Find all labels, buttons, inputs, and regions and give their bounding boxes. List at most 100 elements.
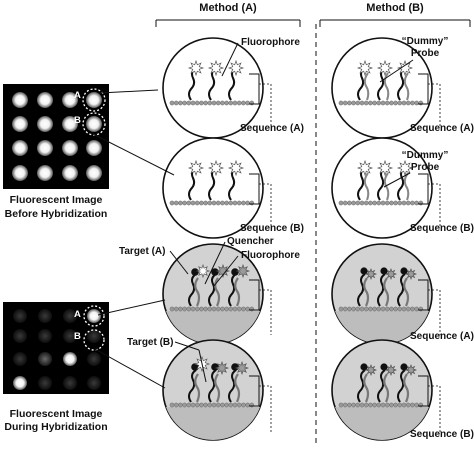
surface-bead	[241, 100, 246, 106]
label-sequence-b-b2: Sequence (B)	[410, 429, 474, 440]
surface-bead	[368, 402, 373, 408]
fluorophore-icon	[376, 159, 394, 177]
array-spot	[37, 140, 53, 156]
surface-bead	[376, 100, 382, 106]
surface-bead	[410, 402, 415, 408]
surface-bead	[397, 100, 403, 106]
sequence-bracket	[249, 173, 260, 205]
surface-bead	[389, 100, 394, 106]
probe-strand	[397, 273, 406, 307]
sequence-leader	[259, 183, 272, 227]
surface-bead	[355, 402, 361, 408]
surface-bead	[186, 100, 192, 106]
quencher-icon	[211, 363, 219, 371]
probe-strand	[188, 273, 197, 307]
surface-bead	[190, 200, 196, 206]
fluorophore-icon	[384, 267, 398, 281]
caption-before-line1: Fluorescent Image	[10, 194, 103, 206]
sequence-bracket	[249, 279, 260, 311]
surface-bead	[194, 200, 200, 206]
array-spot	[12, 92, 28, 108]
surface-bead	[207, 100, 213, 106]
target-strand	[214, 373, 221, 403]
fluorophore-icon	[234, 360, 250, 376]
sequence-bracket	[249, 375, 260, 407]
label-target-b: Target (B)	[127, 337, 173, 348]
surface-bead	[236, 100, 242, 106]
fluorophore-icon	[195, 263, 211, 279]
surface-bead	[224, 100, 229, 106]
array-image-before	[3, 84, 109, 189]
surface-bead	[207, 402, 213, 408]
surface-bead	[199, 100, 204, 106]
surface-bead	[190, 306, 196, 312]
array-spot	[63, 376, 77, 390]
surface-bead	[359, 200, 365, 206]
surface-bead	[173, 100, 179, 106]
surface-bead	[228, 402, 234, 408]
array-spot	[37, 116, 53, 132]
surface-bead	[194, 306, 200, 312]
probe-strand	[188, 369, 197, 403]
target-strand	[403, 373, 410, 403]
target-strand	[383, 373, 390, 403]
quencher-icon	[360, 267, 368, 275]
method-b-header: Method (B)	[366, 2, 424, 14]
surface-bead	[405, 402, 411, 408]
array-spot	[86, 116, 102, 132]
array-spot	[63, 309, 77, 323]
circle-b-quenched-a	[331, 243, 441, 345]
caption-during-line2: During Hybridization	[4, 421, 107, 433]
surface-bead	[232, 100, 238, 106]
label-dummy-probe-mid-1: “Dummy”	[402, 150, 449, 161]
sequence-leader	[259, 83, 272, 127]
target-strand	[403, 277, 410, 307]
surface-bead	[338, 200, 344, 206]
target-strand	[363, 277, 370, 307]
surface-bead	[207, 306, 213, 312]
surface-bead	[236, 200, 242, 206]
surface-bead	[211, 402, 217, 408]
array-spot	[62, 92, 78, 108]
sequence-bracket	[249, 73, 260, 105]
surface-bead	[372, 402, 377, 408]
surface-bead	[173, 402, 179, 408]
surface-bead	[203, 306, 208, 312]
probe-strand	[228, 273, 237, 307]
array-spot	[13, 352, 27, 366]
surface-bead	[368, 200, 373, 206]
label-target-a: Target (A)	[119, 246, 165, 257]
surface-bead	[401, 200, 407, 206]
surface-bead	[372, 100, 377, 106]
surface-bead	[405, 100, 411, 106]
surface-bead	[211, 100, 217, 106]
array-spot	[86, 92, 102, 108]
surface-bead	[241, 200, 246, 206]
fluorophore-icon	[187, 159, 205, 177]
surface-bead	[363, 402, 369, 408]
array-spot	[62, 140, 78, 156]
surface-bead	[384, 306, 390, 312]
surface-bead	[236, 402, 242, 408]
surface-bead	[355, 200, 361, 206]
surface-bead	[351, 402, 356, 408]
spot-ring-b	[83, 329, 105, 351]
zoom-connectors	[92, 89, 175, 389]
array-image-during	[3, 302, 109, 394]
target-strand	[194, 277, 201, 307]
fluorophore-icon	[404, 363, 418, 377]
surface-bead	[397, 402, 403, 408]
surface-bead	[186, 306, 192, 312]
surface-bead	[393, 402, 398, 408]
surface-bead	[393, 306, 398, 312]
surface-bead	[211, 306, 217, 312]
surface-bead	[338, 100, 344, 106]
surface-bead	[380, 402, 386, 408]
fluorophore-icon	[384, 363, 398, 377]
surface-bead	[347, 306, 352, 312]
circle-b-dummy-probe-b	[331, 137, 441, 239]
fluorophore-icon	[356, 59, 374, 77]
surface-bead	[359, 306, 365, 312]
probe-strand	[357, 273, 366, 307]
